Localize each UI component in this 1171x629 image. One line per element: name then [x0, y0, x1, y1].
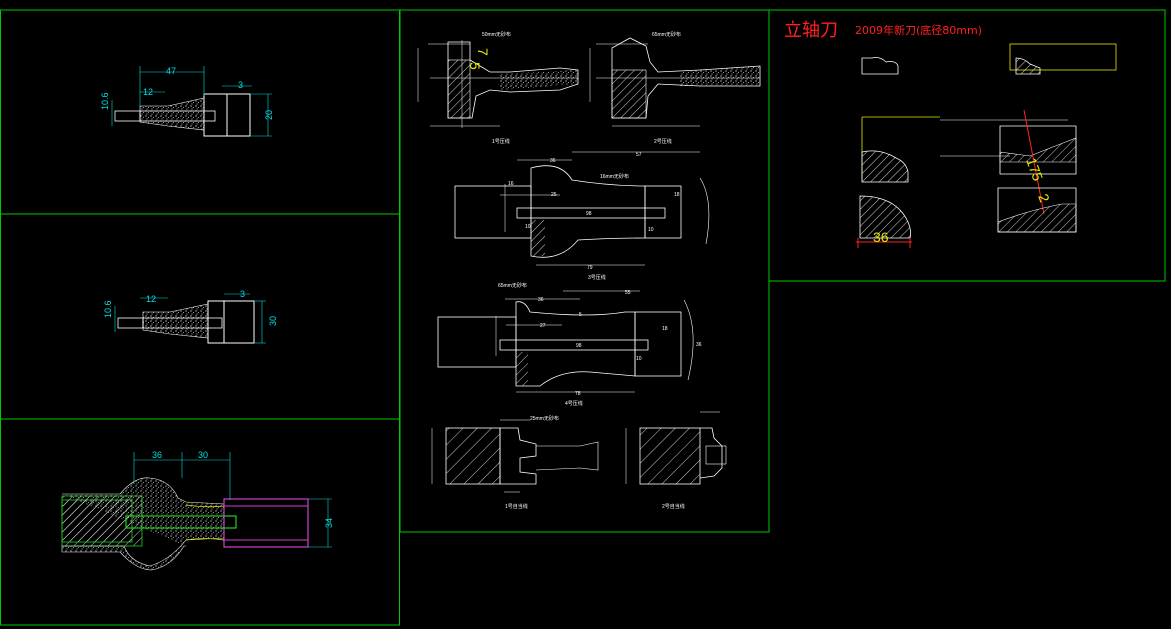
dim-10b: 10: [648, 227, 654, 233]
dim-10-6: 10.6: [103, 300, 113, 318]
caption-4: 4号压线: [565, 400, 583, 407]
dim-79: 79: [587, 265, 593, 271]
right-panel-drawings: 立轴刀 2009年新刀(底径80mm) 175 2 36: [784, 20, 1117, 248]
dim-3: 3: [240, 289, 245, 299]
note-bottom: 25mm无砂布: [530, 415, 559, 422]
dim-34: 34: [324, 518, 334, 528]
dim-10: 10: [636, 356, 642, 362]
dim-98: 98: [576, 343, 582, 349]
dim-47: 47: [166, 66, 176, 76]
dim-36: 36: [152, 450, 162, 460]
right-title: 立轴刀: [784, 20, 838, 41]
dim-78: 78: [575, 391, 581, 397]
panel-frames: [0, 9, 1166, 626]
caption-1: 1号压线: [492, 138, 510, 145]
note-top-left: 50mm无砂布: [482, 31, 511, 38]
caption-bottom-1: 1号自当线: [505, 503, 528, 510]
dim-30: 30: [268, 316, 278, 326]
profile-2: [589, 37, 761, 127]
dim-2: 2: [1035, 192, 1053, 205]
dim-3: 3: [238, 80, 243, 90]
panel-1-drawing: 47 12 3 10.6 20: [100, 66, 274, 137]
dim-36: 36: [550, 158, 556, 164]
dim-10a: 10: [525, 224, 531, 230]
dim-98: 98: [586, 211, 592, 217]
note-mid1: 16mm无砂布: [600, 173, 629, 180]
dim-20: 20: [264, 110, 274, 120]
profile-6: [625, 411, 727, 485]
dim-18: 18: [674, 192, 680, 198]
dim-55: 55: [625, 290, 631, 296]
caption-3: 3号压线: [588, 274, 606, 281]
dim-27: 27: [540, 323, 546, 329]
dim-36: 36: [538, 297, 544, 303]
dim-5-yellow: 5: [467, 62, 483, 70]
dim-16: 16: [508, 181, 514, 187]
caption-bottom-2: 2号自当线: [662, 503, 685, 510]
profile-3: [454, 151, 710, 266]
caption-2: 2号压线: [654, 138, 672, 145]
dim-12: 12: [143, 87, 153, 97]
dim-5: 5: [579, 312, 582, 318]
center-panel-drawings: 7 5 50mm无砂布 1号压线 65mm无砂布 2号压线: [417, 31, 761, 510]
note-mid2: 65mm无砂布: [498, 282, 527, 289]
right-subtitle: 2009年新刀(底径80mm): [855, 23, 982, 37]
profile-5: [431, 419, 599, 493]
panel-2-drawing: 12 3 10.6 30: [103, 289, 278, 344]
note-top-right: 65mm无砂布: [652, 31, 681, 38]
profile-4: [437, 290, 694, 393]
panel-3-drawing: 36 30 34: [61, 450, 334, 571]
dim-36v: 36: [696, 342, 702, 348]
dim-57: 57: [636, 152, 642, 158]
dim-36: 36: [873, 229, 889, 245]
dim-25: 25: [551, 192, 557, 198]
frame-right: [768, 9, 1166, 282]
dim-18: 18: [662, 326, 668, 332]
dim-12: 12: [146, 294, 156, 304]
dim-7-yellow: 7: [475, 48, 491, 56]
dim-175: 175: [1023, 156, 1046, 184]
dim-10-6: 10.6: [100, 92, 110, 110]
dim-30: 30: [198, 450, 208, 460]
profile-1: [417, 40, 579, 128]
